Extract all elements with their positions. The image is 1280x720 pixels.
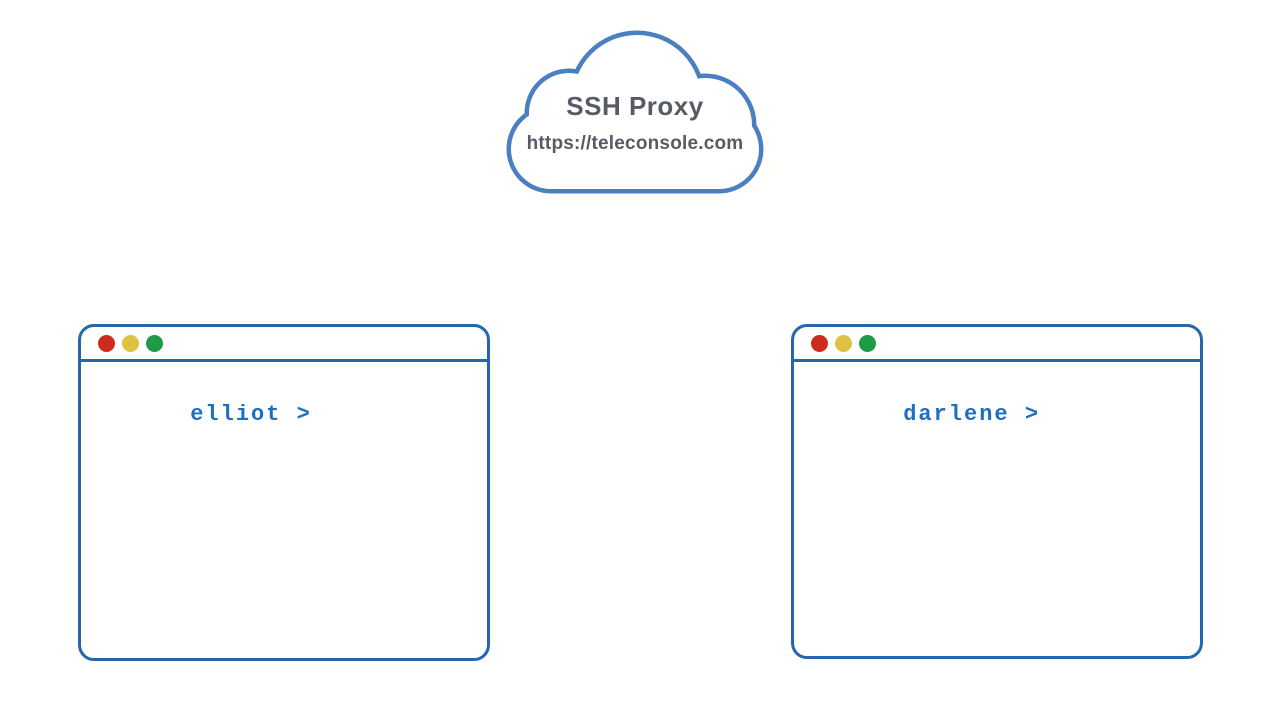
zoom-button-icon[interactable] [859, 334, 876, 352]
terminal-input-area[interactable]: darlene > [794, 362, 1200, 468]
minimize-button-icon[interactable] [122, 334, 139, 352]
ssh-proxy-cloud: SSH Proxy https://teleconsole.com [505, 29, 765, 195]
minimize-button-icon[interactable] [835, 334, 852, 352]
terminal-window-elliot: elliot > [78, 324, 490, 661]
terminal-titlebar [81, 327, 487, 362]
terminal-input-area[interactable]: elliot > [81, 362, 487, 468]
close-button-icon[interactable] [811, 334, 828, 352]
cloud-icon [506, 30, 764, 194]
terminal-titlebar [794, 327, 1200, 362]
cloud-url: https://teleconsole.com [526, 133, 744, 154]
close-button-icon[interactable] [98, 334, 115, 352]
zoom-button-icon[interactable] [146, 334, 163, 352]
terminal-window-darlene: darlene > [791, 324, 1203, 659]
cloud-title: SSH Proxy [566, 91, 704, 121]
shell-prompt: darlene > [903, 402, 1041, 427]
shell-prompt: elliot > [190, 402, 312, 427]
